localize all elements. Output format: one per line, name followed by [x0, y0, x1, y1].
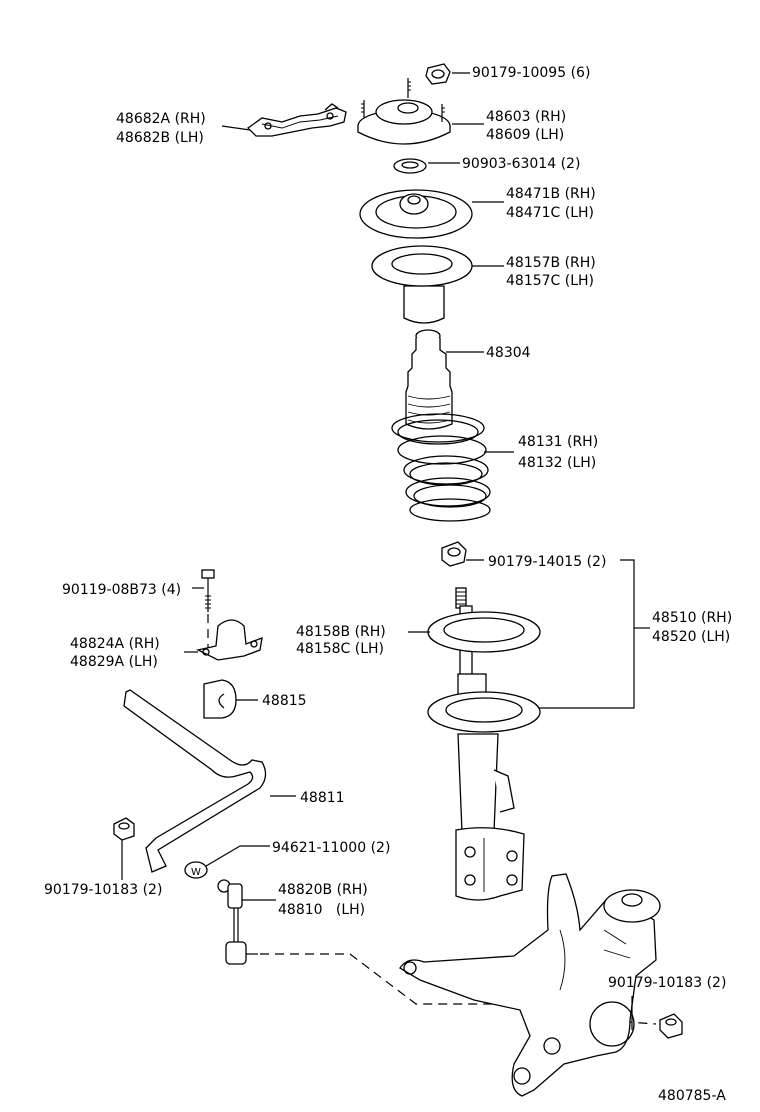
stabilizer-bushing-part: [203, 679, 237, 719]
label-strut-rh: 48510 (RH): [652, 610, 732, 626]
label-nut-right: 90179-10183 (2): [608, 975, 726, 991]
label-upper-seat-rh: 48471B (RH): [506, 186, 596, 202]
left-nut-part: [113, 817, 135, 841]
label-lower-seat-lh: 48158C (LH): [296, 641, 384, 657]
label-insulator-rh: 48157B (RH): [506, 255, 596, 271]
bearing-part: [393, 158, 427, 174]
label-link-rh: 48820B (RH): [278, 882, 368, 898]
stabilizer-bracket-part: [196, 619, 263, 661]
label-spring-lh: 48132 (LH): [518, 455, 596, 471]
label-bolt: 90119-08B73 (4): [62, 582, 181, 598]
label-lower-seat-rh: 48158B (RH): [296, 624, 386, 640]
suspension-support-part: [357, 78, 451, 145]
bolt-part: [201, 569, 215, 650]
right-nut-part: [659, 1013, 683, 1039]
label-bushing: 48815: [262, 693, 307, 709]
strut-nut-part: [441, 541, 467, 567]
upper-spring-seat-part: [359, 189, 473, 239]
label-stab-bracket-rh: 48824A (RH): [70, 636, 160, 652]
support-bracket-part: [246, 103, 347, 137]
callout-labels: 90179-10095 (6) 48682A (RH) 48682B (LH) …: [44, 65, 732, 1104]
label-insulator-lh: 48157C (LH): [506, 273, 594, 289]
label-spring-rh: 48131 (RH): [518, 434, 598, 450]
stabilizer-bar-part: [123, 689, 267, 873]
label-upper-seat-lh: 48471C (LH): [506, 205, 594, 221]
label-washer: 94621-11000 (2): [272, 840, 390, 856]
label-bracket-lh: 48682B (LH): [116, 130, 204, 146]
svg-text:W: W: [191, 867, 201, 878]
label-link-lh: 48810 (LH): [278, 902, 365, 918]
label-stabilizer-bar: 48811: [300, 790, 345, 806]
spring-insulator-part: [371, 245, 473, 324]
bound-stopper-part: [405, 329, 453, 430]
washer-part: W: [184, 861, 208, 879]
label-bracket-rh: 48682A (RH): [116, 111, 206, 127]
label-nut-left: 90179-10183 (2): [44, 882, 162, 898]
label-bearing: 90903-63014 (2): [462, 156, 580, 172]
label-nut-top: 90179-10095 (6): [472, 65, 590, 81]
coil-spring-part: [391, 413, 491, 522]
stabilizer-link-part: [217, 879, 258, 965]
top-nut-part: [425, 63, 451, 85]
steering-knuckle-part: [399, 873, 661, 1097]
label-stab-bracket-lh: 48829A (LH): [70, 654, 158, 670]
label-support-rh: 48603 (RH): [486, 109, 566, 125]
label-bumper: 48304: [486, 345, 531, 361]
label-diagram-code: 480785-A: [658, 1088, 726, 1104]
label-strut-lh: 48520 (LH): [652, 629, 730, 645]
label-nut-strut: 90179-14015 (2): [488, 554, 606, 570]
shock-absorber-part: [427, 587, 541, 901]
label-support-lh: 48609 (LH): [486, 127, 564, 143]
